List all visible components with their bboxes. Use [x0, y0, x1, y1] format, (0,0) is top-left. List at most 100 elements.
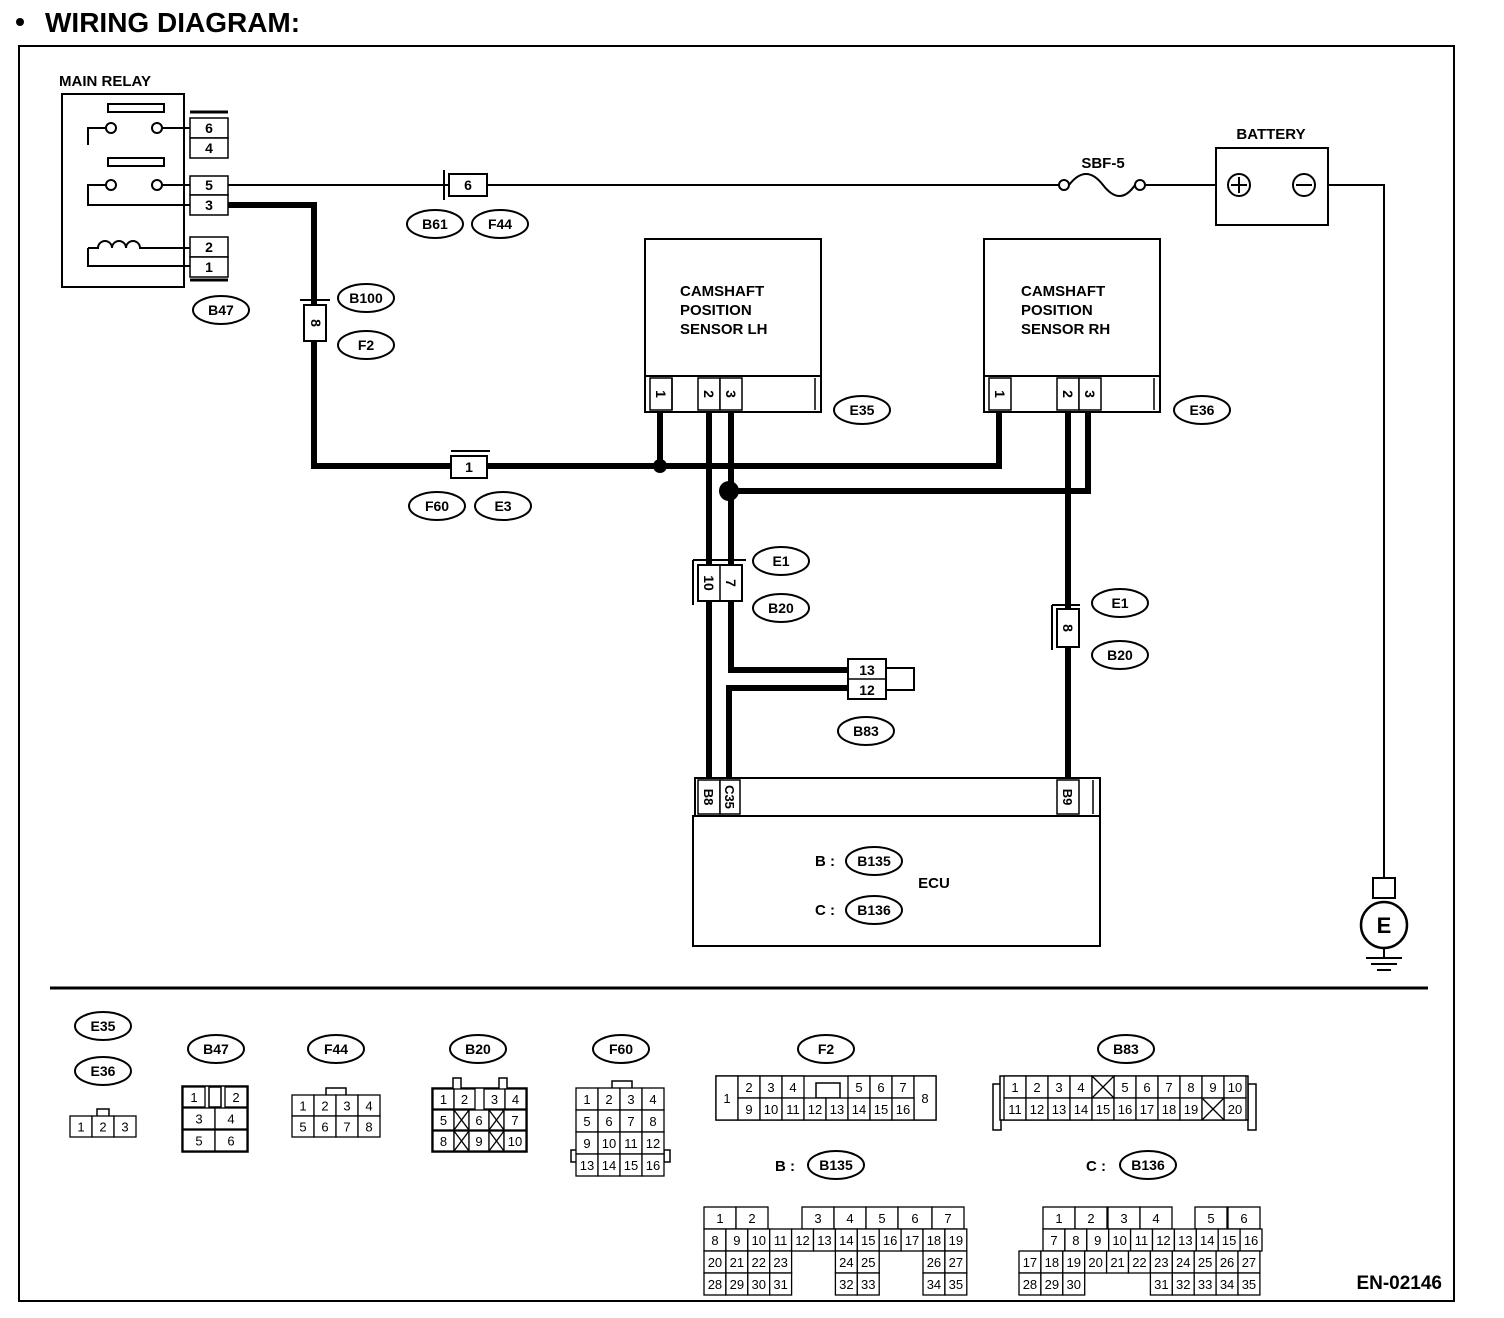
pin-number: 33 [861, 1277, 875, 1292]
connector-pin: 7 [723, 579, 739, 587]
pin-number: 13 [1178, 1233, 1192, 1248]
connector-tag [1097, 1034, 1155, 1064]
pin-number: 1 [77, 1120, 84, 1135]
pin-number: 3 [767, 1080, 774, 1095]
connector-tag [752, 593, 810, 623]
sensor-label-line: POSITION [1021, 302, 1093, 319]
pin-number: 4 [1077, 1080, 1084, 1095]
pin-number: 7 [627, 1114, 634, 1129]
pin-number: 32 [839, 1277, 853, 1292]
pin-number: 11 [1008, 1102, 1022, 1117]
pin-cell [224, 1086, 248, 1108]
pin-number: 1 [299, 1099, 306, 1114]
sensor-pin-cell [719, 377, 743, 411]
pin-number: 1 [583, 1092, 590, 1107]
pin-number: 19 [949, 1233, 963, 1248]
relay-contact-icon [105, 179, 117, 191]
connector-tag [192, 295, 250, 325]
pin-number: 20 [708, 1255, 722, 1270]
connector-tag [592, 1034, 650, 1064]
pin-number: 10 [1228, 1080, 1242, 1095]
connector-tag-label: F2 [818, 1041, 835, 1057]
connector-tag-label: E1 [772, 553, 789, 569]
pin-number: 22 [1132, 1255, 1146, 1270]
pin-number: 3 [1055, 1080, 1062, 1095]
pin-cell [214, 1107, 248, 1130]
pin-number: 34 [1220, 1277, 1234, 1292]
pin-cell [113, 1115, 137, 1138]
pin-number: 5 [1121, 1080, 1128, 1095]
pin-number: 4 [649, 1092, 656, 1107]
connector-tag [1119, 1150, 1177, 1180]
pin-number: 4 [512, 1092, 519, 1107]
pin-number: 15 [861, 1233, 875, 1248]
pin-number: 27 [949, 1255, 963, 1270]
pin-number: 4 [846, 1211, 853, 1226]
pin-cell [453, 1088, 476, 1110]
main-relay-label: MAIN RELAY [59, 73, 151, 90]
pin-number: 3 [491, 1092, 498, 1107]
pin-number: 26 [927, 1255, 941, 1270]
connector-b61-f44: 6 B61 F44 [406, 170, 529, 239]
connector-pin: 8 [1060, 624, 1076, 632]
relay-contact-icon [151, 179, 163, 191]
pin-number: 13 [1052, 1102, 1066, 1117]
pin-number: 6 [475, 1113, 482, 1128]
connector-tag [471, 209, 529, 239]
main-relay-body [61, 93, 185, 288]
pin-number: 11 [774, 1233, 788, 1248]
wire-sensor-power [228, 202, 1002, 469]
pin-number: 30 [752, 1277, 766, 1292]
pin-number: 25 [1198, 1255, 1212, 1270]
pin-number: 2 [232, 1090, 239, 1105]
connector-b83: 13 12 B83 [837, 658, 915, 746]
pin-number: 1 [1011, 1080, 1018, 1095]
connector-tag [449, 1034, 507, 1064]
wire-b83-to-c35 [726, 685, 848, 785]
connector-tag [752, 546, 810, 576]
ecu-connector [694, 777, 1101, 817]
pin-number: 6 [321, 1120, 328, 1135]
pin-number: 19 [1184, 1102, 1198, 1117]
relay-pin: 4 [205, 140, 213, 156]
pin-number: 5 [878, 1211, 885, 1226]
connector-tag-label: B136 [1131, 1157, 1165, 1173]
connector-tag-label: E35 [91, 1018, 116, 1034]
sensor-pin: 2 [701, 390, 717, 398]
connector-latch [1247, 1083, 1257, 1131]
connector-pin: 10 [701, 575, 717, 591]
connector-tag [406, 209, 464, 239]
connector-latch [498, 1077, 508, 1091]
pin-number: 9 [583, 1136, 590, 1151]
ecu-pin: C35 [722, 785, 737, 809]
connector-tag-label: E35 [850, 402, 875, 418]
inline-connector [448, 173, 488, 197]
connector-tag-label: B135 [857, 853, 891, 869]
pin-number: 15 [874, 1102, 888, 1117]
diagram-frame [18, 45, 1455, 1302]
connector-tag [1173, 395, 1231, 425]
unused-pin-mark [1201, 1097, 1225, 1121]
connector-tag-label: B83 [1113, 1041, 1139, 1057]
pin-number: 31 [773, 1277, 787, 1292]
sensor-pin: 2 [1060, 390, 1076, 398]
pin-number: 15 [1222, 1233, 1236, 1248]
sensor-label-line: SENSOR RH [1021, 321, 1110, 338]
sensor-pin-cell [1078, 377, 1102, 411]
pin-number: 3 [1120, 1211, 1127, 1226]
ecu-prefix: C : [815, 902, 835, 919]
connector-tag-label: B136 [857, 902, 891, 918]
pin-number: 3 [121, 1120, 128, 1135]
pin-number: 1 [1055, 1211, 1062, 1226]
connector-latch [452, 1077, 462, 1091]
pin-number: 7 [944, 1211, 951, 1226]
pin-number: 6 [911, 1211, 918, 1226]
pin-number: 33 [1198, 1277, 1212, 1292]
ecu-body [692, 815, 1101, 947]
ecu: B8 C35 B9 ECU B : B135 C : B136 [692, 777, 1101, 947]
pin-number: 14 [602, 1158, 616, 1173]
connector-tag-label: B20 [465, 1041, 491, 1057]
connector-tag [1091, 588, 1149, 618]
pin-number: 20 [1228, 1102, 1242, 1117]
splice-dot [719, 481, 739, 501]
